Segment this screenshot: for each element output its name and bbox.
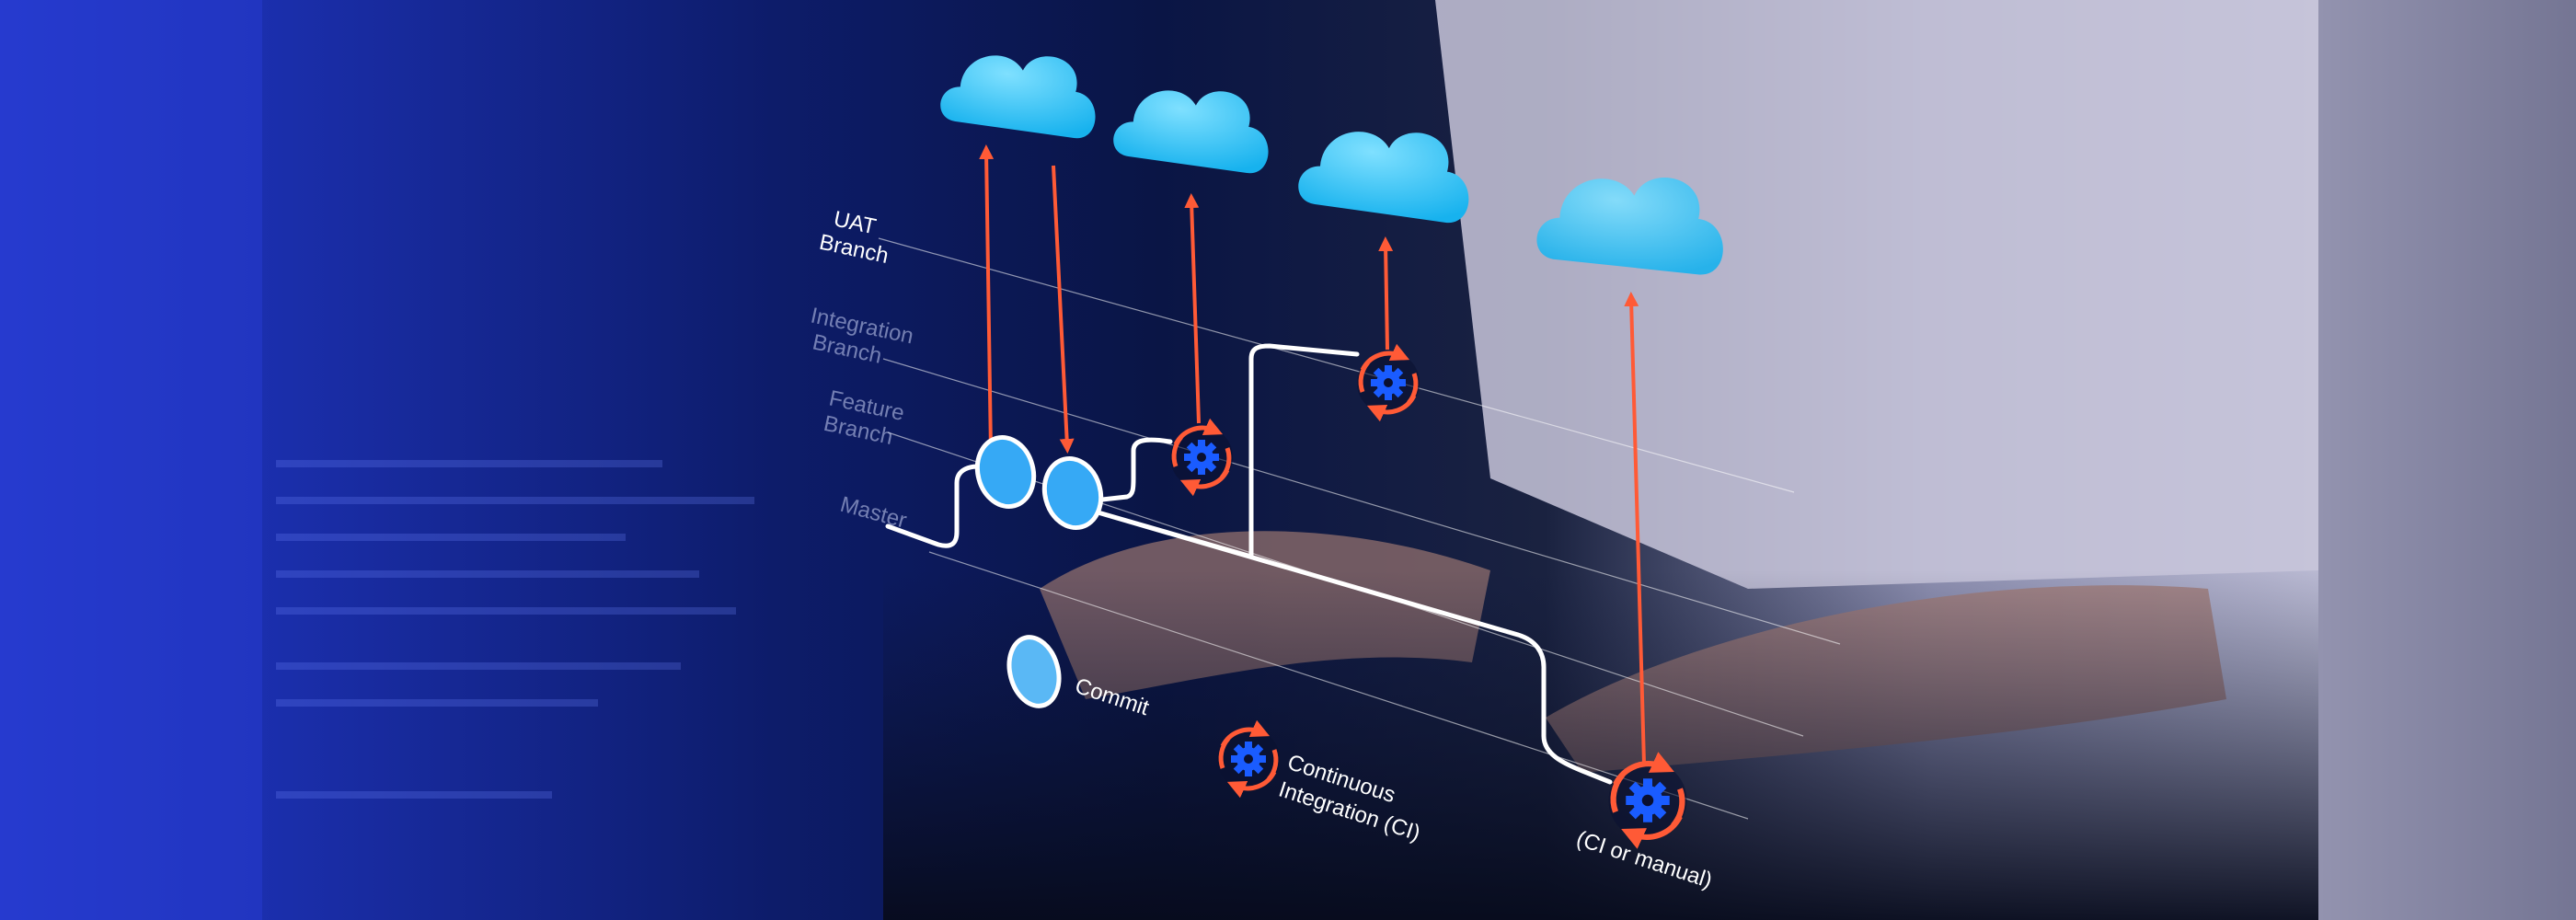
right-blur-band bbox=[2318, 0, 2576, 920]
gear-cycle-icon bbox=[1357, 351, 1420, 414]
deploy-gear-icon bbox=[1609, 762, 1687, 840]
branch-guide-lines bbox=[878, 237, 1841, 820]
keyboard-desk bbox=[883, 570, 2318, 920]
pipeline-path bbox=[885, 343, 1613, 785]
gear-cycle-icon bbox=[1170, 426, 1233, 489]
commit-legend-icon bbox=[1006, 635, 1062, 708]
ci-gear-icon bbox=[1217, 728, 1280, 790]
commit-node-icon bbox=[1041, 455, 1104, 531]
commit-node-icon bbox=[974, 434, 1037, 510]
left-blur-band bbox=[0, 0, 262, 920]
code-background bbox=[276, 460, 754, 799]
deploy-arrows bbox=[979, 144, 1646, 765]
person-shirt bbox=[1435, 0, 2318, 589]
